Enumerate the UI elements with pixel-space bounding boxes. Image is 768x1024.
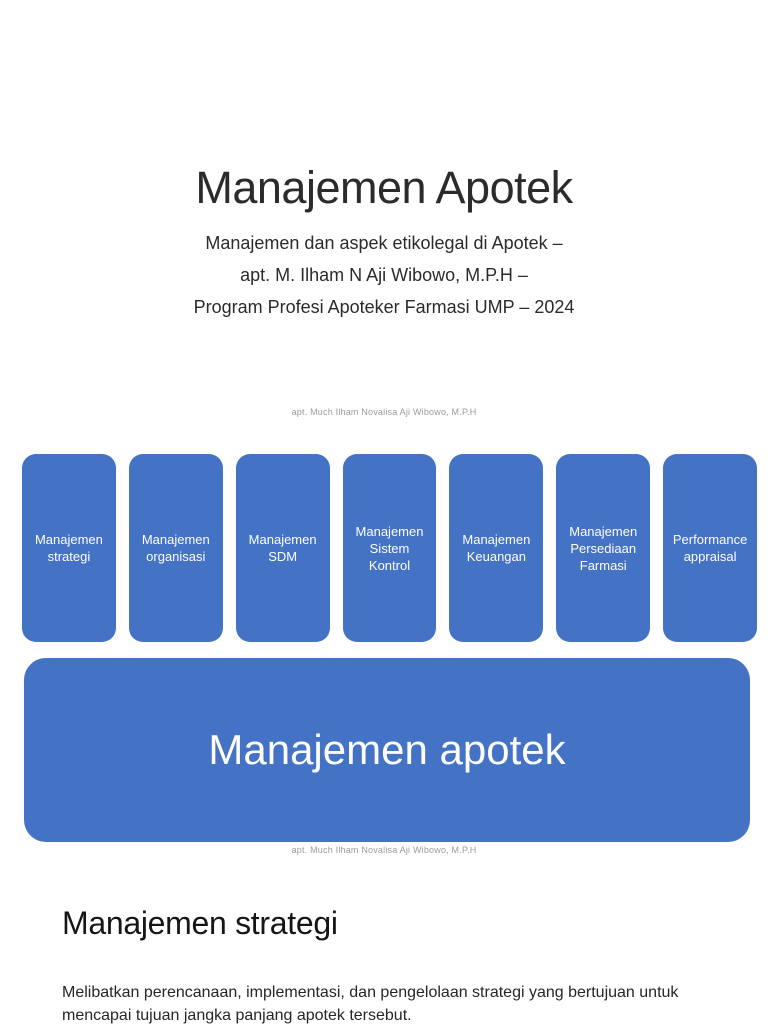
box-manajemen-strategi: Manajemen strategi [22, 454, 116, 642]
slide1-author-caption: apt. Much Ilham Novalisa Aji Wibowo, M.P… [291, 407, 477, 417]
box-manajemen-sistem-kontrol: Manajemen Sistem Kontrol [342, 454, 437, 642]
box-label: Manajemen SDM [248, 532, 317, 564]
box-label: Performance appraisal [672, 532, 748, 564]
subtitle-line-2: apt. M. Ilham N Aji Wibowo, M.P.H – [240, 265, 528, 285]
box-manajemen-persediaan-farmasi: Manajemen Persediaan Farmasi [556, 454, 651, 642]
box-manajemen-keuangan: Manajemen Keuangan [449, 454, 544, 642]
box-label: Manajemen Persediaan Farmasi [569, 523, 638, 573]
box-label: Manajemen Sistem Kontrol [355, 523, 424, 573]
subtitle-line-1: Manajemen dan aspek etikolegal di Apotek… [205, 233, 563, 253]
slide1-subtitle: Manajemen dan aspek etikolegal di Apotek… [0, 227, 768, 323]
management-boxes-row: Manajemen strategi Manajemen organisasi … [22, 454, 758, 642]
box-label: Manajemen strategi [34, 532, 103, 564]
box-label: Manajemen organisasi [141, 532, 210, 564]
box-manajemen-organisasi: Manajemen organisasi [128, 454, 223, 642]
slide2-body-text: Melibatkan perencanaan, implementasi, da… [62, 984, 679, 1024]
banner-label: Manajemen apotek [208, 726, 566, 773]
box-performance-appraisal: Performance appraisal [663, 454, 758, 642]
box-manajemen-sdm: Manajemen SDM [235, 454, 330, 642]
subtitle-line-3: Program Profesi Apoteker Farmasi UMP – 2… [193, 297, 575, 317]
box-label: Manajemen Keuangan [462, 532, 531, 564]
slide1-footer-caption: apt. Much Ilham Novalisa Aji Wibowo, M.P… [291, 845, 477, 855]
banner-manajemen-apotek: Manajemen apotek [24, 658, 750, 842]
slide2-heading: Manajemen strategi [62, 905, 338, 941]
slide1-title: Manajemen Apotek [195, 162, 573, 213]
